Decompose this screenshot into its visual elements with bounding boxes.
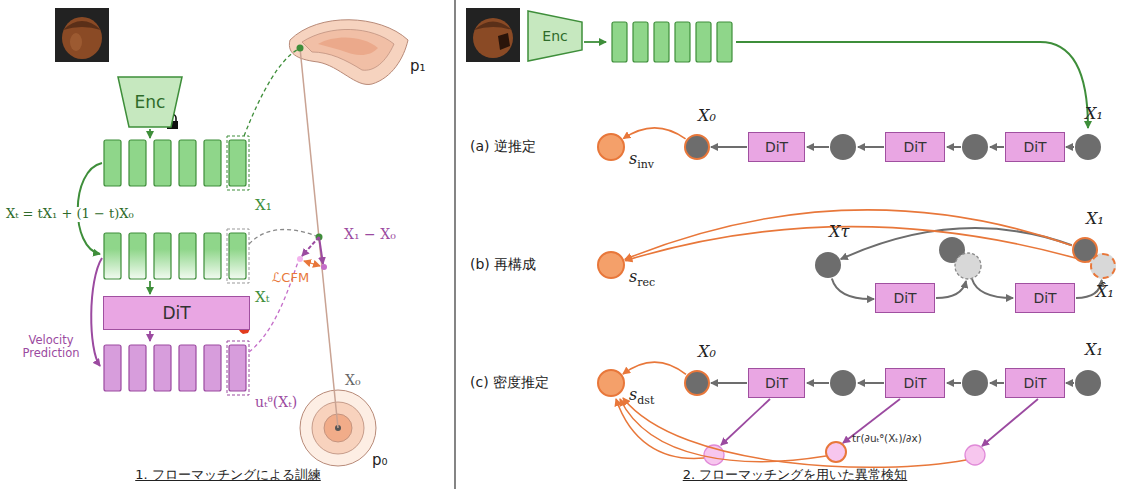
flow-arrow — [623, 128, 685, 139]
math-symbol: Xτ — [829, 222, 849, 241]
math-symbol: X₁ — [1085, 104, 1103, 123]
node-label: Xτ — [829, 222, 849, 241]
node-label: X₀ — [698, 342, 716, 361]
block-label: DiT — [162, 303, 190, 323]
latent-circle: X₁ — [1075, 134, 1101, 160]
dit-block: DiT — [748, 368, 805, 398]
annotation: (c) 密度推定 — [470, 374, 549, 390]
dit-block: DiT — [885, 132, 945, 162]
latent-circle: X₀ — [684, 370, 710, 396]
annotation: (a) 逆推定 — [470, 138, 536, 154]
latent-circle: X₁ — [1075, 370, 1101, 396]
encoder-block: Enc — [527, 10, 583, 62]
dit-block: DiT — [1005, 368, 1065, 398]
annotation: X₁ − X₀ — [344, 226, 396, 242]
math-subscript: inv — [637, 158, 654, 171]
section-caption: 1. フローマッチングによる訓練 — [135, 468, 321, 483]
block-label: Enc — [135, 92, 166, 112]
flow-arrow — [841, 228, 1072, 259]
math-subscript: dst — [637, 394, 654, 407]
flow-arrow — [832, 278, 874, 299]
latent-circle: X₀ — [684, 134, 710, 160]
flow-arrow — [623, 362, 686, 374]
flow-arrow — [1066, 146, 1074, 148]
node-label: X₁ — [1086, 209, 1104, 228]
block-label: DiT — [893, 290, 916, 306]
math-symbol: X̂₁ — [1096, 282, 1114, 301]
annotation: p₁ — [410, 58, 426, 75]
annotation: Xₜ = tX₁ + (1 − t)X₀ — [4, 207, 136, 222]
annotation: Xₜ — [255, 289, 269, 306]
node-label: sdst — [629, 385, 654, 407]
node-label: X₀ — [698, 106, 716, 125]
section-caption: 2. フローマッチングを用いた異常検知 — [683, 468, 908, 483]
encoder-block: Enc — [117, 76, 183, 128]
node-label: srec — [629, 267, 655, 289]
block-label: DiT — [903, 375, 926, 391]
block-label: DiT — [1033, 290, 1056, 306]
latent-circle: Xτ — [815, 252, 841, 278]
flow-arrow — [625, 227, 1089, 262]
annotation: X₁ — [255, 197, 272, 214]
annotation: p₀ — [372, 452, 388, 469]
flow-arrow — [1066, 382, 1074, 384]
score-circle: srec — [597, 251, 625, 279]
score-circle: sinv — [597, 133, 625, 161]
block-label: DiT — [1023, 375, 1046, 391]
block-label: DiT — [765, 139, 788, 155]
flow-arrow — [711, 146, 747, 148]
math-symbol: s — [629, 149, 637, 168]
math-symbol: s — [629, 267, 637, 286]
annotation: tr(∂uₜᶿ(Xₜ)/∂x) — [852, 432, 922, 444]
block-label: DiT — [1023, 139, 1046, 155]
dit-block: DiT — [1015, 283, 1075, 313]
flow-arrow — [625, 210, 1072, 259]
flow-arrow — [711, 382, 747, 384]
annotation: ℒCFM — [272, 271, 309, 286]
annotation: X₀ — [343, 372, 363, 388]
latent-circle: X̂₁ — [1090, 253, 1116, 279]
node-label: X̂₁ — [1096, 282, 1114, 301]
dit-block: DiT — [748, 132, 805, 162]
math-symbol: s — [629, 385, 637, 404]
block-label: DiT — [903, 139, 926, 155]
math-symbol: X₁ — [1086, 209, 1104, 228]
annotation: uₜᶿ(Xₜ) — [255, 394, 297, 410]
block-label: Enc — [542, 28, 567, 44]
annotation: (b) 再構成 — [470, 256, 536, 272]
math-symbol: X₁ — [1085, 340, 1103, 359]
dit-block: DiT — [103, 296, 250, 330]
block-label: DiT — [765, 375, 788, 391]
dit-block: DiT — [885, 368, 945, 398]
math-symbol: X₀ — [698, 106, 716, 125]
node-label: X₁ — [1085, 340, 1103, 359]
annotation: Velocity Prediction — [12, 334, 90, 360]
math-subscript: rec — [637, 276, 655, 289]
math-symbol: X₀ — [698, 342, 716, 361]
node-label: X₁ — [1085, 104, 1103, 123]
dit-block: DiT — [875, 283, 935, 313]
dit-block: DiT — [1005, 132, 1065, 162]
score-circle: sdst — [597, 369, 625, 397]
node-label: sinv — [629, 149, 654, 171]
